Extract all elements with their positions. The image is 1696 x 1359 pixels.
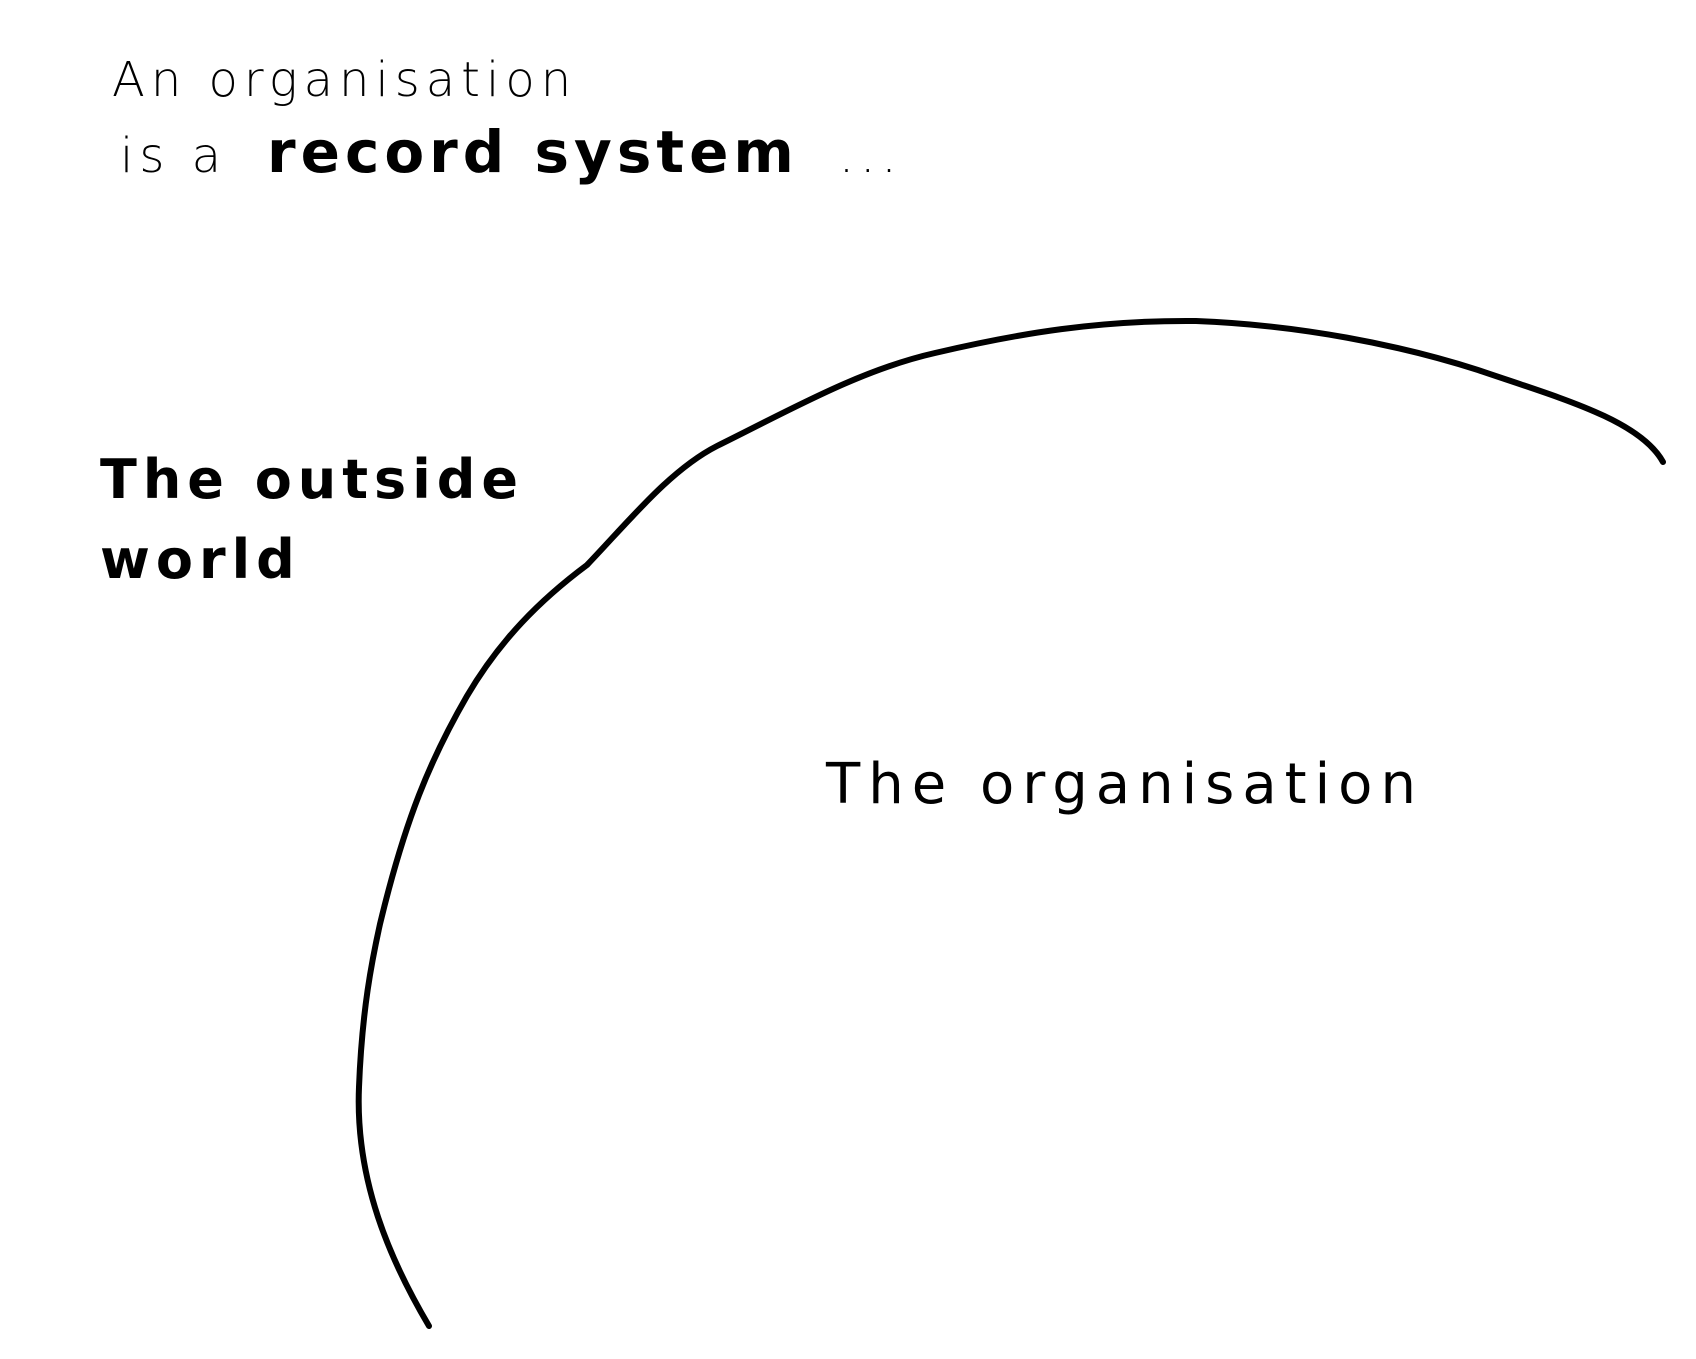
organisation-boundary-curve bbox=[355, 317, 1666, 1329]
outside-line-1: The outside bbox=[100, 448, 524, 511]
title-line-1: An organisation bbox=[112, 52, 578, 108]
title-line-2: is a record system... bbox=[120, 118, 903, 186]
title-ellipsis: ... bbox=[838, 128, 903, 184]
outside-line-2: world bbox=[100, 528, 301, 591]
outside-world-label: The outside world bbox=[100, 440, 524, 600]
organisation-label: The organisation bbox=[826, 752, 1424, 817]
title-prefix: is a bbox=[120, 128, 228, 184]
title-emphasis: record system bbox=[267, 118, 799, 186]
